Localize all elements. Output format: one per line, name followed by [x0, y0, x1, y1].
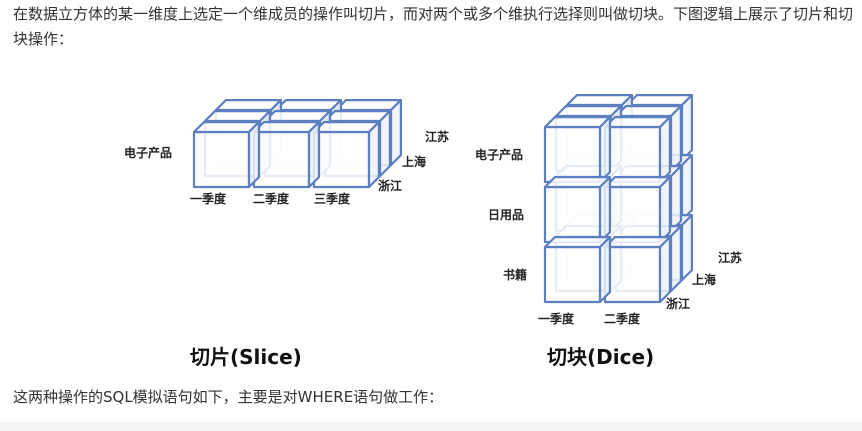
dice-cube-0-2-1-side [658, 236, 672, 304]
slice-cube-0-0-2-front [312, 130, 371, 189]
dice-cube-0-0-0-side [598, 115, 611, 184]
slice-cube-2-0-2-side [389, 99, 402, 167]
dice-category-label-2: 日用品 [488, 208, 524, 222]
dice-cube-0-1-0-side [598, 175, 611, 244]
slice-caption: 切片(Slice) [190, 345, 302, 369]
slice-cube-0-0-2-side [367, 120, 380, 189]
dice-cube-group [543, 94, 694, 304]
slice-dice-figure: 电子产品 一季度 二季度 三季度 江苏 上海 浙江 切片(Slice) 电子产品… [110, 72, 760, 382]
dice-cube-1-0-1-side [669, 104, 683, 173]
slice-region-label-2: 上海 [402, 154, 426, 169]
dice-cube-2-1-1-side [680, 153, 694, 222]
slice-region-label-1: 江苏 [425, 129, 449, 144]
dice-cube-0-2-1-front [603, 245, 662, 304]
slice-cube-0-0-0-front [192, 130, 251, 189]
intro-paragraph: 在数据立方体的某一维度上选定一个维成员的操作叫切片，而对两个或多个维执行选择则叫… [13, 5, 854, 48]
dice-cube-2-0-1-side [680, 94, 694, 162]
dice-cube-1-2-1-side [669, 225, 683, 293]
code-block-edge [0, 422, 862, 431]
dice-quarter-label-2: 二季度 [604, 311, 641, 326]
dice-cube-0-0-1-front [603, 125, 662, 184]
dice-region-label-2: 上海 [692, 272, 716, 287]
dice-caption: 切块(Dice) [547, 345, 654, 369]
slice-cube-0-0-1-side [307, 120, 320, 189]
dice-cube-0-2-0-front [543, 245, 602, 304]
slice-quarter-label-1: 一季度 [190, 191, 227, 206]
dice-category-label-3: 书籍 [503, 267, 527, 282]
slice-cube-0-0-0-side [247, 120, 260, 189]
dice-cube-0-0-1-side [658, 115, 672, 184]
dice-category-label-1: 电子产品 [475, 147, 523, 162]
slice-cube-1-0-2-side [378, 109, 391, 178]
dice-cube-0-2-0-side [598, 236, 611, 304]
dice-cube-0-0-0-front [543, 125, 602, 184]
dice-region-label-1: 江苏 [718, 250, 742, 265]
dice-cube-0-1-0-front [543, 185, 602, 244]
dice-cube-1-1-1-side [669, 164, 683, 233]
slice-quarter-label-3: 三季度 [314, 191, 351, 206]
dice-cube-0-1-1-side [658, 175, 672, 244]
dice-cube-0-1-1-front [603, 185, 662, 244]
slice-cube-0-0-1-front [252, 130, 311, 189]
dice-region-label-3: 浙江 [666, 296, 690, 311]
slice-region-label-3: 浙江 [378, 178, 402, 193]
slice-quarter-label-2: 二季度 [253, 191, 290, 206]
dice-cube-2-2-1-side [680, 214, 694, 282]
outro-paragraph: 这两种操作的SQL模拟语句如下，主要是对WHERE语句做工作： [13, 388, 444, 406]
slice-category-label: 电子产品 [124, 145, 172, 160]
slice-cube-group [192, 99, 402, 189]
dice-quarter-label-1: 一季度 [538, 311, 575, 326]
cube-diagram: 电子产品 一季度 二季度 三季度 江苏 上海 浙江 切片(Slice) 电子产品… [124, 94, 742, 369]
